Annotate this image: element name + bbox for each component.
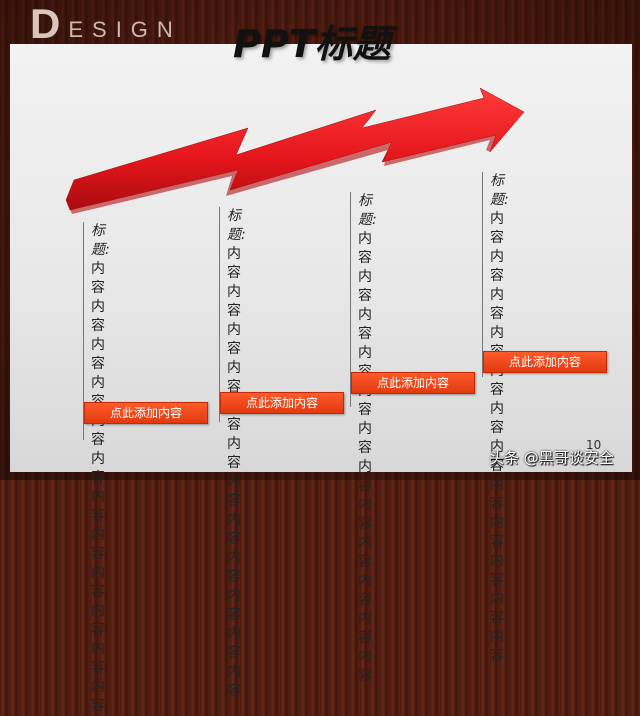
slide-title: PPT标题: [233, 22, 391, 66]
column-text: 标题: 内容内容内容 内容内容内容 内容内容内容 内容内容内容: [358, 192, 377, 686]
column-row: 内容内容内容: [91, 489, 105, 600]
column-row: 内容内容内容: [227, 474, 241, 585]
add-content-button-2[interactable]: 点此添加内容: [220, 392, 344, 414]
column-row: 内容内容内容: [227, 246, 241, 357]
column-label: 标题:: [490, 173, 509, 208]
column-row: 内容内容内容: [91, 261, 105, 372]
design-logo: D ESIGN: [30, 0, 182, 47]
column-row: 内容内容内容: [490, 211, 504, 322]
add-content-button-1[interactable]: 点此添加内容: [84, 402, 208, 424]
column-row: 内容内容内容: [227, 588, 241, 699]
column-row: 内容内容内容: [358, 345, 372, 456]
column-text: 标题: 内容内容内容 内容内容内容 内容内容内容 内容内容内容: [91, 222, 110, 716]
column-text: 标题: 内容内容内容 内容内容内容 内容内容内容 内容内容内容: [227, 207, 246, 701]
column-divider: [350, 192, 351, 407]
column-row: 内容内容内容: [227, 360, 241, 471]
column-divider: [83, 222, 84, 440]
column-row: 内容内容内容: [91, 375, 105, 486]
column-text: 标题: 内容内容内容 内容内容内容 内容内容内容 内容内容内容: [490, 172, 509, 666]
logo-initial: D: [30, 0, 61, 47]
column-row: 内容内容内容: [490, 553, 504, 664]
column-divider: [482, 172, 483, 377]
column-row: 内容内容内容: [358, 573, 372, 684]
column-row: 内容内容内容: [358, 459, 372, 570]
page-number: 10: [586, 438, 602, 452]
column-label: 标题:: [227, 208, 246, 243]
column-row: 内容内容内容: [91, 603, 105, 714]
add-content-button-4[interactable]: 点此添加内容: [483, 351, 607, 373]
column-divider: [219, 207, 220, 422]
add-content-button-3[interactable]: 点此添加内容: [351, 372, 475, 394]
column-label: 标题:: [358, 193, 377, 228]
column-label: 标题:: [91, 223, 110, 258]
logo-rest: ESIGN: [68, 17, 182, 42]
column-row: 内容内容内容: [358, 231, 372, 342]
column-row: 内容内容内容: [490, 325, 504, 436]
zigzag-arrow-icon: [65, 87, 525, 214]
watermark-text: 头条 @黑哥谈安全: [489, 449, 614, 467]
